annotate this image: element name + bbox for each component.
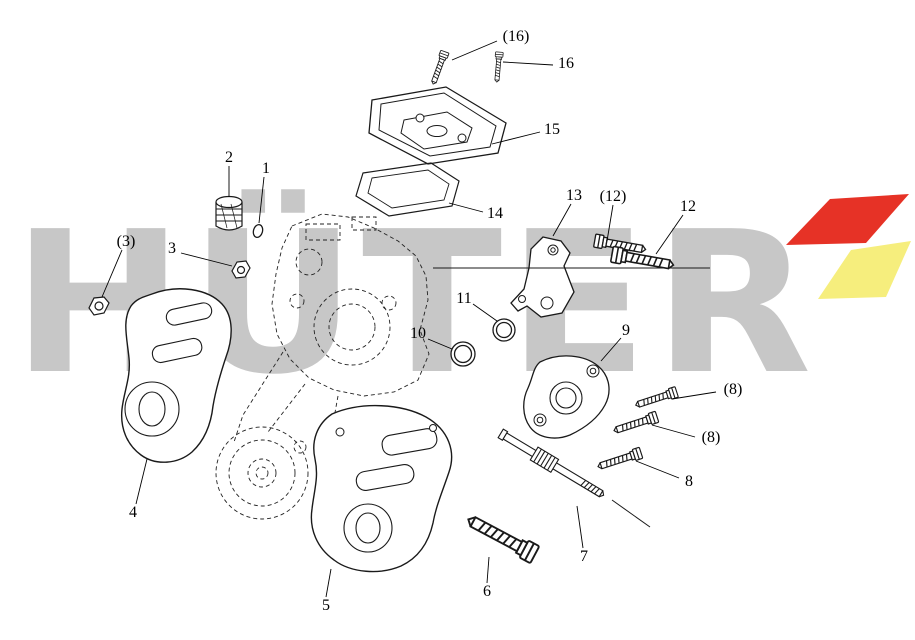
part-label-6: 6 xyxy=(483,583,491,600)
part-label-16p: (16) xyxy=(502,28,530,45)
part-label-8p-top: (8) xyxy=(723,381,743,398)
part-label-12p: (12) xyxy=(599,188,627,205)
part-label-5: 5 xyxy=(322,597,330,614)
part-12-bolts xyxy=(592,233,676,274)
part-label-3: 3 xyxy=(168,240,176,257)
part-label-7: 7 xyxy=(580,548,588,565)
part-15-valve-cover xyxy=(368,86,507,165)
brand-logo xyxy=(786,194,911,299)
clutch-outline xyxy=(215,426,309,520)
part-1-oring xyxy=(252,223,264,239)
part-label-4: 4 xyxy=(129,504,137,521)
part-label-16: 16 xyxy=(558,55,574,72)
part-9-flange xyxy=(523,355,610,439)
part-label-12: 12 xyxy=(680,198,696,215)
part-label-15: 15 xyxy=(544,121,560,138)
part-label-14: 14 xyxy=(487,205,503,222)
part-label-13: 13 xyxy=(566,187,582,204)
part-16-bolts xyxy=(428,49,504,87)
logo-red-swoosh xyxy=(786,194,909,245)
part-10-oring xyxy=(450,341,476,367)
leader-lines xyxy=(101,40,717,598)
part-label-9: 9 xyxy=(622,322,630,339)
part-5-side-cover xyxy=(310,404,453,573)
part-6-bolt xyxy=(462,509,541,565)
part-7-shaft xyxy=(497,428,605,498)
part-3p-nut xyxy=(88,296,110,316)
part-label-10: 10 xyxy=(410,325,426,342)
part-label-8p-mid: (8) xyxy=(701,429,721,446)
part-label-8: 8 xyxy=(685,473,693,490)
part-label-2: 2 xyxy=(225,149,233,166)
shaft-extension-line xyxy=(611,499,651,528)
part-14-gasket xyxy=(355,162,460,217)
part-2-grommet xyxy=(215,195,243,231)
part-label-3p: (3) xyxy=(116,233,136,250)
part-13-bracket xyxy=(510,236,575,318)
part-label-11: 11 xyxy=(456,290,472,307)
part-3-nut xyxy=(231,260,251,279)
part-8-bolts xyxy=(595,386,679,473)
part-11-oring xyxy=(492,318,516,342)
logo-yellow-swoosh xyxy=(818,241,911,299)
part-label-1: 1 xyxy=(262,160,270,177)
engine-case-outline xyxy=(233,213,430,467)
part-4-side-cover xyxy=(120,288,232,463)
